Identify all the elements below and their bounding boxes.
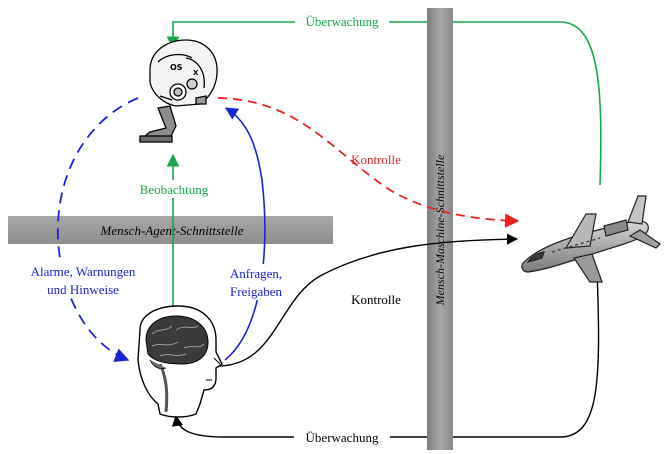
human-brain-head-icon: [138, 306, 222, 417]
robot-head-icon: OS X: [140, 40, 217, 142]
svg-text:OS: OS: [170, 63, 183, 72]
agent-control-label: Kontrolle: [351, 152, 401, 167]
svg-text:X: X: [193, 69, 199, 77]
alarms-label-line1: Alarme, Warnungen: [31, 264, 136, 279]
human-control-label: Kontrolle: [351, 292, 401, 307]
bottom-monitoring-label: Überwachung: [306, 430, 379, 445]
agent-interface-label: Mensch-Agent-Schnittstelle: [100, 223, 244, 238]
alarms-label-line2: und Hinweise: [47, 282, 119, 297]
machine-interface-label: Mensch-Maschine-Schnittstelle: [433, 154, 447, 306]
requests-label-line1: Anfragen,: [230, 266, 282, 281]
aircraft-icon: [522, 196, 660, 282]
observation-label: Beobachtung: [140, 182, 209, 197]
top-monitoring-label: Überwachung: [306, 14, 379, 29]
requests-label-line2: Freigaben: [230, 284, 282, 299]
